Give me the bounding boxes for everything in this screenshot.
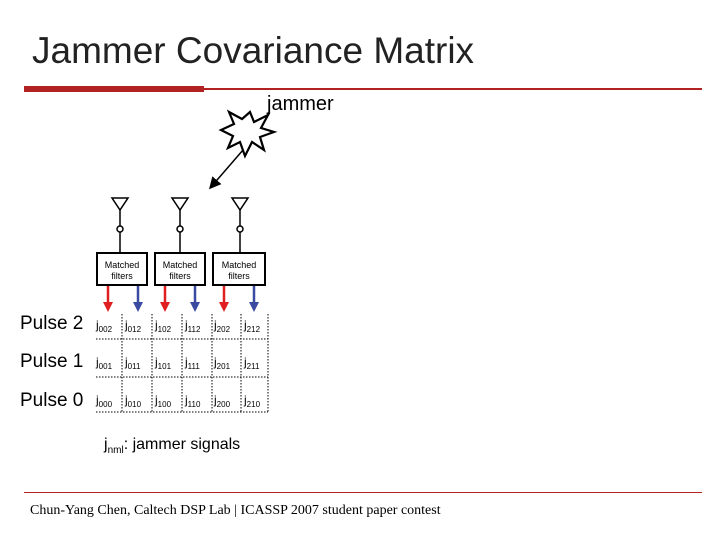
- matrix-cell-symbol: j: [185, 393, 188, 407]
- matrix-cell-subscript: 202: [216, 325, 231, 334]
- matrix-cell-subscript: 002: [98, 325, 113, 334]
- red-arrow-1-head: [160, 302, 170, 312]
- matrix-cell-subscript: 210: [246, 400, 261, 409]
- filter-output-arrows: [103, 286, 259, 312]
- title-rule-thick: [24, 86, 204, 92]
- matrix-dotted-lines: [96, 314, 269, 413]
- matrix-cell-subscript: 200: [216, 400, 231, 409]
- matrix-cell: j011: [125, 355, 140, 374]
- matrix-cell-subscript: 012: [127, 325, 142, 334]
- matrix-cell: j111: [185, 355, 200, 374]
- matrix-cell-subscript: 101: [157, 362, 172, 371]
- matrix-cell-subscript: 110: [187, 400, 201, 409]
- matrix-cell-symbol: j: [125, 355, 128, 369]
- matrix-cell-symbol: j: [185, 355, 188, 369]
- matched-filter-box-0: Matched filters: [96, 252, 148, 286]
- matrix-cell-subscript: 000: [98, 400, 113, 409]
- jammer-signal-arrow: [209, 149, 244, 190]
- red-arrow-0-head: [103, 302, 113, 312]
- antenna-1-icon: [170, 197, 190, 212]
- legend-subscript: nml: [107, 445, 124, 456]
- matrix-cell-symbol: j: [155, 318, 158, 332]
- matrix-cell-symbol: j: [155, 355, 158, 369]
- matrix-cell: j102: [155, 318, 171, 337]
- antenna-2: [230, 197, 250, 252]
- matrix-cell-symbol: j: [214, 318, 217, 332]
- antenna-1-node: [176, 225, 184, 233]
- matrix-cell-symbol: j: [214, 393, 217, 407]
- matrix-cell-symbol: j: [214, 355, 217, 369]
- matrix-cell: j112: [185, 318, 200, 337]
- matrix-cell-symbol: j: [125, 393, 128, 407]
- matrix-cell-symbol: j: [125, 318, 128, 332]
- footer-rule: [24, 492, 702, 493]
- pulse-label-1: Pulse 1: [20, 351, 84, 372]
- blue-arrow-2-head: [249, 302, 259, 312]
- matrix-cell-subscript: 100: [157, 400, 172, 409]
- matrix-cell: j000: [96, 393, 112, 412]
- pulse-label-0: Pulse 0: [20, 390, 84, 411]
- matrix-cell-subscript: 212: [246, 325, 261, 334]
- matrix-cell-subscript: 201: [216, 362, 231, 371]
- slide-title: Jammer Covariance Matrix: [32, 30, 475, 71]
- matrix-cell: j012: [125, 318, 141, 337]
- jammer-burst-icon: [218, 109, 278, 159]
- matrix-cell: j211: [244, 355, 259, 374]
- matrix-cell-symbol: j: [185, 318, 188, 332]
- matrix-cell-symbol: j: [244, 393, 247, 407]
- matrix-cell-symbol: j: [96, 355, 99, 369]
- red-arrow-2-head: [219, 302, 229, 312]
- matrix-cell: j212: [244, 318, 260, 337]
- antenna-2-icon: [230, 197, 250, 212]
- matrix-cell-subscript: 011: [127, 362, 141, 371]
- matrix-cell-subscript: 010: [127, 400, 142, 409]
- matrix-cell-subscript: 111: [187, 362, 200, 371]
- matrix-cell: j001: [96, 355, 112, 374]
- matrix-cell: j100: [155, 393, 171, 412]
- title-rule-thin: [204, 88, 702, 90]
- footer-citation: Chun-Yang Chen, Caltech DSP Lab | ICASSP…: [30, 503, 441, 518]
- matrix-cell-subscript: 112: [187, 325, 201, 334]
- matrix-cell: j210: [244, 393, 260, 412]
- antenna-0-node: [116, 225, 124, 233]
- jammer-label: jammer: [267, 93, 334, 115]
- matrix-cell: j202: [214, 318, 230, 337]
- legend: jnml: jammer signals: [104, 436, 240, 456]
- matrix-cell-symbol: j: [96, 318, 99, 332]
- pulse-label-2: Pulse 2: [20, 313, 84, 334]
- matrix-cell: j200: [214, 393, 230, 412]
- matrix-cell: j101: [155, 355, 171, 374]
- matrix-cell: j002: [96, 318, 112, 337]
- matrix-cell-subscript: 102: [157, 325, 172, 334]
- matrix-cell: j110: [185, 393, 200, 412]
- legend-symbol: j: [104, 436, 108, 453]
- matrix-cell-subscript: 211: [246, 362, 260, 371]
- matrix-cell-symbol: j: [155, 393, 158, 407]
- antenna-2-node: [236, 225, 244, 233]
- legend-text: : jammer signals: [123, 436, 241, 453]
- matched-filter-box-1: Matched filters: [154, 252, 206, 286]
- matrix-cell-symbol: j: [244, 355, 247, 369]
- antenna-1: [170, 197, 190, 252]
- matrix-cell-symbol: j: [96, 393, 99, 407]
- blue-arrow-0-head: [133, 302, 143, 312]
- matrix-cell: j201: [214, 355, 230, 374]
- matrix-cell-subscript: 001: [98, 362, 113, 371]
- blue-arrow-1-head: [190, 302, 200, 312]
- matrix-cell: j010: [125, 393, 141, 412]
- matrix-cell-symbol: j: [244, 318, 247, 332]
- antenna-0: [110, 197, 130, 252]
- matched-filter-box-2: Matched filters: [212, 252, 266, 286]
- antenna-0-icon: [110, 197, 130, 212]
